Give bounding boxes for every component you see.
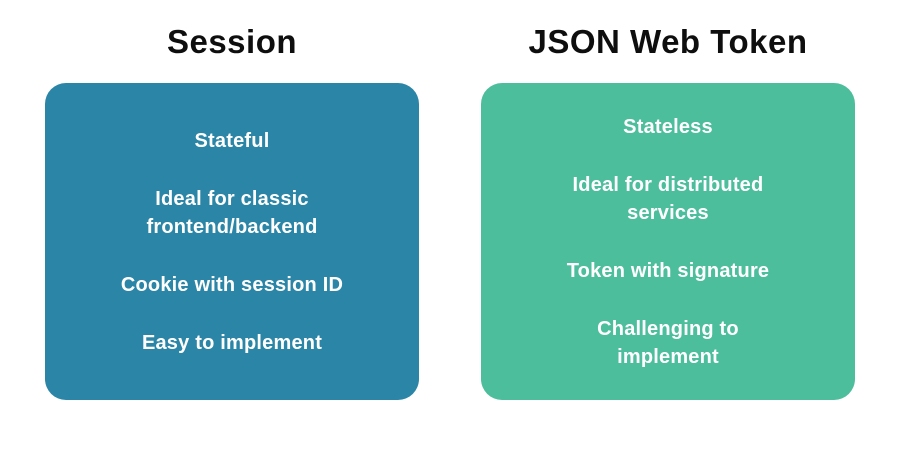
jwt-card: Stateless Ideal for distributed services… <box>481 83 855 400</box>
jwt-item-challenging: Challenging to implement <box>597 317 739 368</box>
jwt-item-stateless: Stateless <box>623 115 713 138</box>
session-card: Stateful Ideal for classic frontend/back… <box>45 83 419 400</box>
session-column: Session Stateful Ideal for classic front… <box>45 22 419 400</box>
jwt-item-token: Token with signature <box>566 259 770 282</box>
jwt-item-ideal-for: Ideal for distributed services <box>572 173 764 224</box>
session-item-easy: Easy to implement <box>141 331 323 354</box>
session-title: Session <box>166 23 298 60</box>
jwt-title: JSON Web Token <box>528 23 808 60</box>
session-item-cookie: Cookie with session ID <box>120 273 344 296</box>
jwt-column: JSON Web Token Stateless Ideal for distr… <box>481 22 855 400</box>
session-item-stateful: Stateful <box>194 129 270 152</box>
session-item-ideal-for: Ideal for classic frontend/backend <box>146 187 318 238</box>
